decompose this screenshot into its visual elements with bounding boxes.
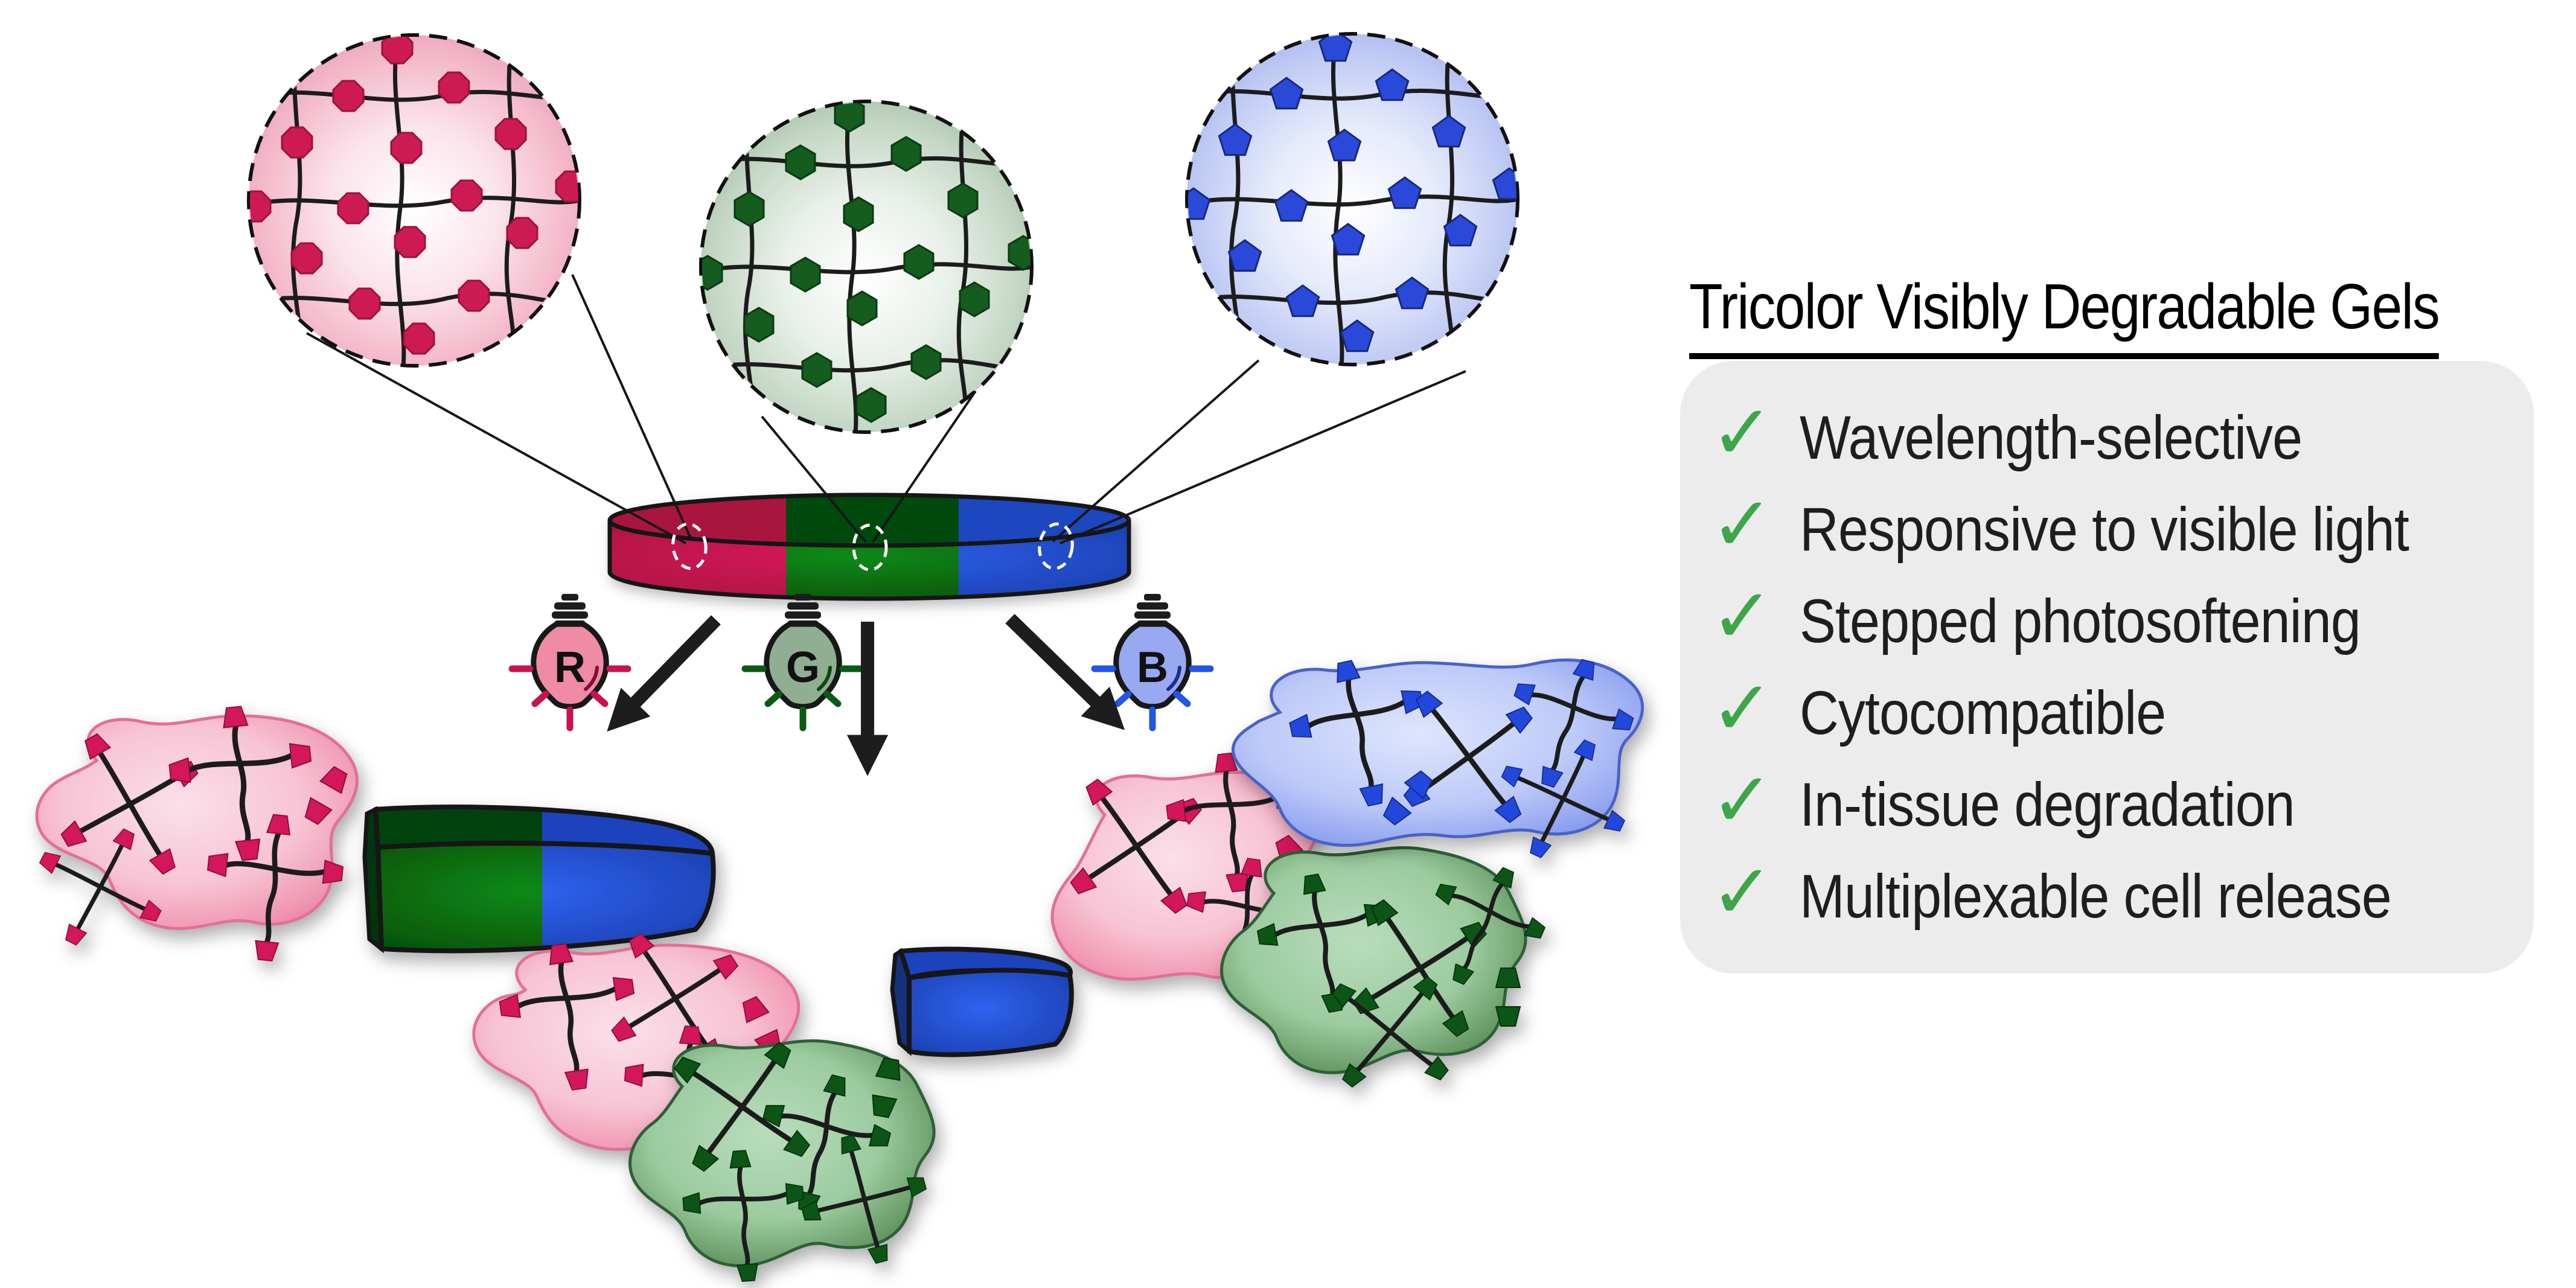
zoom-cone-lines xyxy=(306,274,1466,544)
red-light-bulb-icon: R xyxy=(508,594,631,732)
checkmark-icon: ✓ xyxy=(1710,572,1774,661)
list-item: ✓Cytocompatible xyxy=(1710,663,2166,753)
checkmark-icon: ✓ xyxy=(1710,663,1774,753)
list-item: ✓Stepped photosoftening xyxy=(1710,572,2361,661)
degraded-pink-gel-blob-left xyxy=(34,700,359,967)
bulb-label-b: B xyxy=(1137,643,1168,692)
degraded-green-gel-blob-middle xyxy=(628,1035,937,1285)
checkmark-icon: ✓ xyxy=(1710,755,1774,844)
tricolor-gel-disc xyxy=(607,493,1131,601)
feature-checklist: ✓Wavelength-selective ✓Responsive to vis… xyxy=(1710,388,2534,939)
degradation-arrows xyxy=(607,614,1125,776)
checkmark-icon: ✓ xyxy=(1710,388,1774,477)
blue-light-rays xyxy=(1091,665,1214,732)
bulb-label-g: G xyxy=(786,643,820,692)
bulb-label-r: R xyxy=(554,643,586,692)
green-gel-network-circle xyxy=(699,100,1034,434)
list-item: ✓In-tissue degradation xyxy=(1710,755,2295,844)
arrow-down-left-icon xyxy=(607,615,721,732)
red-light-rays xyxy=(508,665,631,732)
features-panel: ✓Wavelength-selective ✓Responsive to vis… xyxy=(1680,361,2534,974)
page-title: Tricolor Visibly Degradable Gels xyxy=(1689,270,2440,359)
checkmark-icon: ✓ xyxy=(1710,847,1774,936)
arrow-down-right-icon xyxy=(1005,614,1125,730)
green-light-rays xyxy=(741,665,865,732)
degraded-blue-gel-blob-right xyxy=(1232,643,1646,866)
blue-wedge-piece xyxy=(890,946,1074,1057)
green-light-bulb-icon: G xyxy=(741,594,865,732)
checkmark-icon: ✓ xyxy=(1710,480,1774,569)
blue-light-bulb-icon: B xyxy=(1091,594,1214,732)
disc-sample-spots xyxy=(671,522,1074,572)
blue-gel-network-circle xyxy=(1185,32,1520,366)
list-item: ✓Multiplexable cell release xyxy=(1710,847,2392,936)
list-item: ✓Responsive to visible light xyxy=(1710,480,2409,569)
green-blue-half-disc xyxy=(362,805,716,954)
list-item: ✓Wavelength-selective xyxy=(1710,388,2303,477)
red-gel-network-circle xyxy=(247,33,581,368)
degraded-green-gel-blob-right xyxy=(1220,847,1561,1094)
